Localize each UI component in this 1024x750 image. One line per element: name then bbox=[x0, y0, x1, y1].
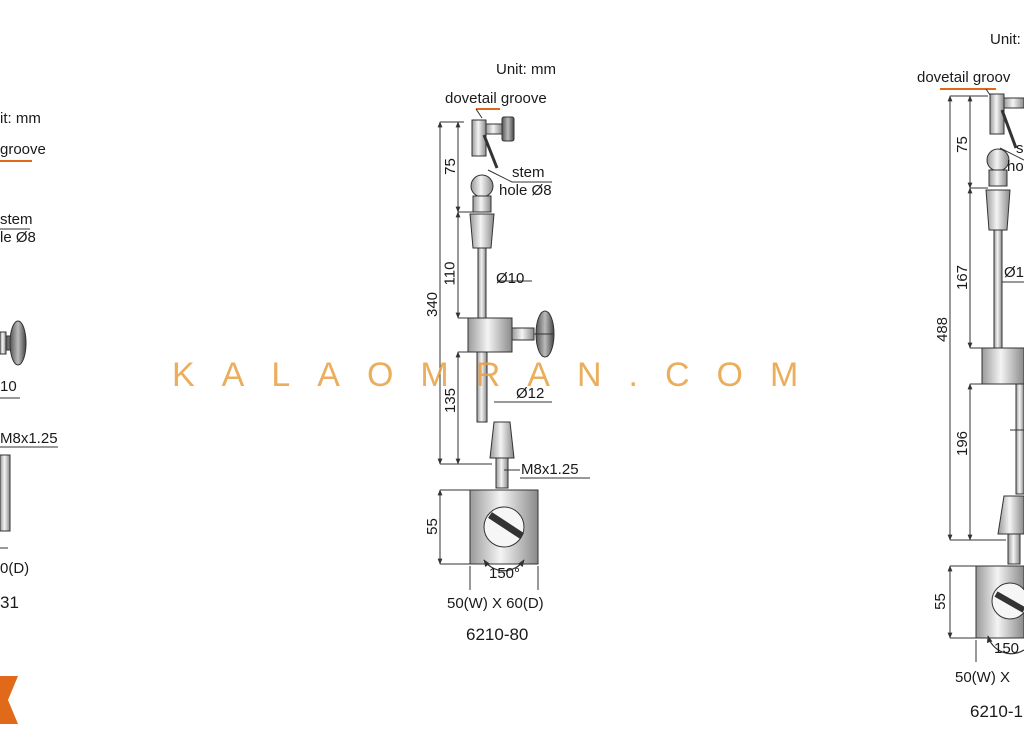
center-unit-label: Unit: mm bbox=[496, 61, 556, 78]
center-model-label: 6210-80 bbox=[466, 625, 529, 644]
center-dim-110: 110 bbox=[441, 261, 459, 286]
center-dim-75: 75 bbox=[441, 158, 459, 175]
left-thread-label: M8x1.25 bbox=[0, 430, 58, 447]
right-dim-488: 488 bbox=[934, 316, 952, 343]
right-dim-55: 55 bbox=[931, 593, 949, 610]
center-rod-diameter-lower: Ø12 bbox=[516, 385, 545, 402]
right-rod-diameter-label: Ø1 bbox=[1004, 264, 1024, 281]
left-drawing bbox=[0, 160, 58, 549]
right-dim-196: 196 bbox=[954, 430, 972, 457]
center-angle-label: 150° bbox=[489, 565, 521, 582]
right-stem-label: s bbox=[1016, 140, 1024, 157]
right-model-label: 6210-1 bbox=[970, 702, 1023, 721]
center-stem-hole-label: hole Ø8 bbox=[499, 182, 552, 199]
center-rod-diameter-upper: Ø10 bbox=[496, 270, 525, 287]
center-size-label: 50(W) X 60(D) bbox=[447, 595, 544, 612]
right-unit-label: Unit: bbox=[990, 31, 1021, 48]
left-dovetail-label: groove bbox=[0, 141, 46, 158]
center-stem-label: stem bbox=[512, 164, 545, 181]
center-dim-55: 55 bbox=[423, 518, 441, 535]
center-thread-label: M8x1.25 bbox=[521, 461, 579, 478]
left-stem-hole-label: le Ø8 bbox=[0, 229, 36, 246]
right-stem-hole-label: ho bbox=[1007, 158, 1024, 175]
right-dovetail-label: dovetail groov bbox=[917, 69, 1011, 86]
center-dim-340: 340 bbox=[424, 291, 442, 318]
watermark-text: KALAOMRAN.COM bbox=[172, 356, 826, 394]
brand-logo-icon bbox=[0, 676, 18, 724]
right-drawing bbox=[940, 88, 1024, 662]
left-unit-label: it: mm bbox=[0, 110, 41, 127]
left-rod-diameter-label: 10 bbox=[0, 378, 17, 395]
right-dim-75: 75 bbox=[953, 136, 971, 153]
left-stem-label: stem bbox=[0, 211, 33, 228]
center-dovetail-label: dovetail groove bbox=[445, 90, 547, 107]
center-drawing bbox=[437, 108, 590, 590]
left-size-label: 0(D) bbox=[0, 560, 30, 577]
right-dim-167: 167 bbox=[954, 264, 972, 291]
right-size-label: 50(W) X bbox=[955, 669, 1011, 686]
left-model-label: 31 bbox=[0, 593, 19, 612]
right-angle-label: 150 bbox=[994, 640, 1020, 657]
